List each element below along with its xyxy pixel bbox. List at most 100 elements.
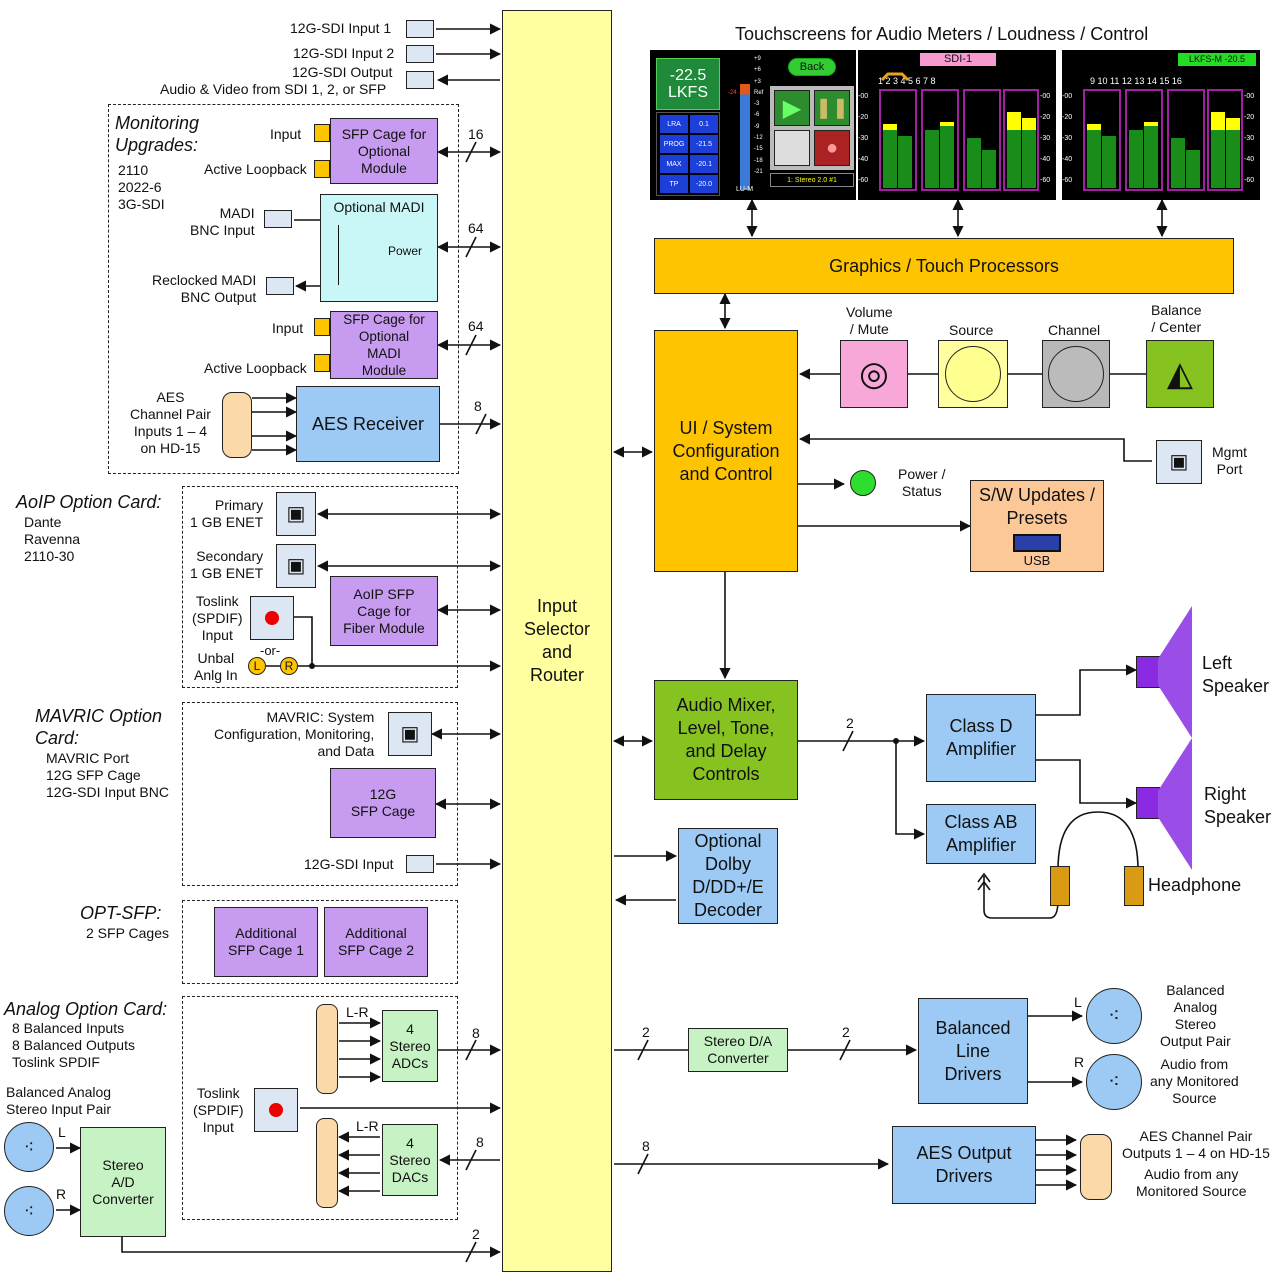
- input-l-label: L: [58, 1124, 66, 1140]
- right-speaker-label: Right Speaker: [1204, 784, 1272, 827]
- lkfs-unit: LKFS: [667, 84, 708, 101]
- loudness-scale-tick: +6: [754, 67, 761, 74]
- record-icon[interactable]: ●: [814, 130, 850, 166]
- bus-width-label: 8: [472, 1025, 480, 1041]
- stereo-ad-converter: Stereo A/D Converter: [80, 1127, 166, 1237]
- ethernet-port-icon: ▣: [276, 492, 316, 536]
- output-r-label: R: [1074, 1054, 1085, 1070]
- bus-width-label: 64: [468, 318, 484, 334]
- secondary-enet-label: Secondary 1 GB ENET: [190, 548, 264, 581]
- back-button[interactable]: Back: [788, 58, 836, 76]
- sfp-port-icon: [314, 160, 330, 178]
- primary-enet-label: Primary 1 GB ENET: [190, 497, 264, 530]
- bus-width-label: 2: [642, 1024, 650, 1040]
- monitoring-input2-label: Input: [272, 320, 304, 336]
- tp-label: TP: [660, 175, 688, 193]
- monitoring-title: Monitoring Upgrades:: [115, 113, 200, 155]
- bus-width-label: 2: [472, 1226, 480, 1242]
- madi-relay-switch: [338, 225, 389, 285]
- monitoring-formats: 2110 2022-6 3G-SDI: [118, 162, 165, 212]
- input-selector-router: Input Selector and Router: [502, 10, 612, 1272]
- channel-labels: 1 2 3 4 5 6 7 8: [878, 76, 936, 86]
- analog-toslink-label: Toslink (SPDIF) Input: [193, 1085, 244, 1135]
- volume-knob-icon[interactable]: ◎: [840, 340, 908, 408]
- sdi-output-note: Audio & Video from SDI 1, 2, or SFP: [160, 81, 387, 97]
- ethernet-port-icon: ▣: [276, 544, 316, 588]
- stop-icon[interactable]: [774, 130, 810, 166]
- additional-sfp-cage-1: Additional SFP Cage 1: [214, 907, 318, 977]
- ui-system-configuration: UI / System Configuration and Control: [654, 330, 798, 572]
- loudness-scale-tick: -9: [754, 123, 760, 130]
- xlr-input-left-icon: ⁖: [4, 1122, 54, 1172]
- loudness-scale-tick: +9: [754, 56, 761, 62]
- db25-connector-icon: [316, 1118, 338, 1208]
- sfp-port-icon: [314, 318, 330, 336]
- left-speaker-magnet-icon: [1136, 656, 1160, 688]
- toslink-port-icon: [254, 1088, 298, 1132]
- aoip-protocols: Dante Ravenna 2110-30: [24, 514, 81, 564]
- channel-label: Channel: [1048, 322, 1101, 338]
- stereo-dacs: 4 Stereo DACs: [382, 1124, 438, 1196]
- analog-card-box: [182, 996, 458, 1220]
- madi-output-label: Reclocked MADI BNC Output: [152, 272, 257, 305]
- lum-label: LU-M: [736, 186, 754, 193]
- loudness-stats: LRA PROG MAX TP 0.1 -21.5 -20.1 -20.0: [656, 112, 720, 196]
- aes-input-label: AES Channel Pair Inputs 1 – 4 on HD-15: [130, 389, 211, 456]
- graphics-touch-processors: Graphics / Touch Processors: [654, 238, 1234, 294]
- prog-value: -21.5: [690, 135, 718, 153]
- xlr-input-right-icon: ⁖: [4, 1186, 54, 1236]
- channel-knob-icon[interactable]: [1042, 340, 1110, 408]
- mavric-sdi-label: 12G-SDI Input: [304, 856, 394, 872]
- page-title: Touchscreens for Audio Meters / Loudness…: [735, 24, 1149, 44]
- sw-updates-label: S/W Updates / Presets: [978, 485, 1096, 528]
- lkfs-meter-bars: [1083, 89, 1243, 191]
- bus-width-label: 8: [642, 1138, 650, 1154]
- usb-label: USB: [1023, 553, 1051, 568]
- toslink-label: Toslink (SPDIF) Input: [192, 593, 243, 643]
- lra-value: 0.1: [690, 115, 718, 133]
- opt-sfp-title: OPT-SFP:: [80, 903, 162, 923]
- tp-value: -20.0: [690, 175, 718, 193]
- dac-lr-label: L-R: [356, 1118, 379, 1134]
- sdi-input-1-label: 12G-SDI Input 1: [290, 20, 392, 36]
- left-rca-jack-icon: L: [248, 657, 266, 675]
- right-speaker-magnet-icon: [1136, 787, 1160, 819]
- db25-connector-icon: [316, 1004, 338, 1094]
- opt-sfp-box: [182, 900, 458, 984]
- lkfs-scale-left: -00-20-30-40-60: [1062, 93, 1073, 184]
- adc-lr-label: L-R: [346, 1004, 369, 1020]
- lkfs-tag: LKFS-M -20.5: [1178, 53, 1256, 66]
- analog-title: Analog Option Card:: [4, 999, 168, 1019]
- power-status-label: Power / Status: [898, 466, 946, 499]
- bnc-connector-icon: [406, 855, 434, 873]
- lkfs-scale-right: -00-20-30-40-60: [1244, 93, 1255, 184]
- balance-knob-icon[interactable]: ◭: [1146, 340, 1214, 408]
- loudness-meter-screen[interactable]: -22.5 LKFS LRA PROG MAX TP 0.1 -21.5 -20…: [650, 50, 856, 200]
- lkfs-meter-screen[interactable]: LKFS-M -20.5 9 10 11 12 13 14 15 16 -00-…: [1062, 50, 1260, 200]
- bus-width-label: 8: [474, 398, 482, 414]
- hd15-connector-icon: [222, 392, 252, 458]
- sdi-tag: SDI-1: [920, 53, 996, 66]
- play-icon[interactable]: ▶: [774, 90, 810, 126]
- additional-sfp-cage-2: Additional SFP Cage 2: [324, 907, 428, 977]
- bus-width-label: 2: [846, 715, 854, 731]
- volume-label: Volume / Mute: [846, 304, 893, 337]
- hd15-output-connector-icon: [1080, 1134, 1112, 1200]
- right-rca-jack-icon: R: [280, 657, 298, 675]
- pause-icon[interactable]: ❚❚: [814, 90, 850, 126]
- mavric-port-label: MAVRIC: System Configuration, Monitoring…: [214, 709, 375, 759]
- bus-width-label: 64: [468, 220, 484, 236]
- output-l-label: L: [1074, 994, 1082, 1010]
- monitoring-upgrades-box: [108, 104, 459, 474]
- aoip-sfp-cage: AoIP SFP Cage for Fiber Module: [330, 576, 438, 646]
- mavric-12g-sfp-cage: 12G SFP Cage: [330, 768, 436, 838]
- headphone-left-cup-icon: [1050, 866, 1070, 906]
- sdi-meter-screen[interactable]: SDI-1 1 2 3 4 5 6 7 8 -00-20-30-40-60 -0…: [858, 50, 1056, 200]
- loudness-scale-tick: -15: [754, 146, 763, 153]
- xlr-output-right-icon: ⁖: [1086, 1054, 1142, 1110]
- source-knob-icon[interactable]: [938, 340, 1008, 408]
- xlr-output-left-icon: ⁖: [1086, 988, 1142, 1044]
- opt-sfp-items: 2 SFP Cages: [86, 925, 170, 941]
- optional-madi-box: Optional MADI: [320, 194, 438, 302]
